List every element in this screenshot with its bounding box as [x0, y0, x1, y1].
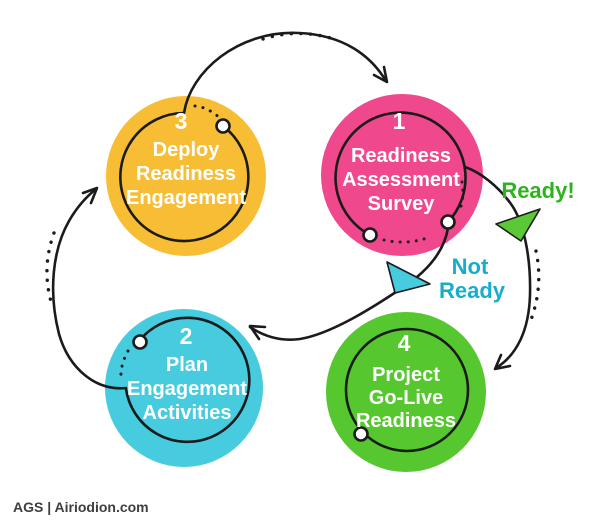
node-1-label-line-3: Survey [368, 193, 436, 215]
not-ready-label-line-2: Ready [439, 278, 506, 303]
node-4-inner-outline [344, 327, 470, 453]
ring-marker-node-1-left [362, 227, 378, 243]
node-4-label-line-1: Project [372, 364, 440, 386]
node-3-label-line-2: Readiness [136, 163, 236, 185]
arrowhead-icon [248, 324, 267, 341]
node-1-inner-outline [334, 111, 467, 237]
node-2-label-line-3: Activities [143, 402, 232, 424]
node-1-label-line-2: Assessment [342, 169, 460, 191]
dotted-accent-node-1-bottom [382, 236, 429, 244]
arrowhead-icon [81, 186, 99, 205]
node-2-inner-outline [124, 316, 251, 444]
node-2-label-line-1: Plan [166, 354, 208, 376]
ready-triangle-icon [495, 208, 541, 242]
arrowhead-icon [493, 353, 512, 371]
node-3-number: 3 [175, 108, 188, 134]
dotted-accent-node-2 [119, 349, 130, 382]
ring-marker-node-3 [215, 118, 231, 134]
ring-marker-node-2 [132, 334, 148, 350]
arrow-not-ready-1-to-2 [248, 226, 450, 341]
not-ready-triangle-icon [386, 261, 431, 294]
arrow-ready-1-to-4 [463, 165, 532, 370]
node-4-number: 4 [398, 330, 411, 356]
dotted-accent-right [527, 249, 541, 327]
node-2-label-line-2: Engagement [127, 378, 247, 400]
ring-marker-node-1-right [440, 214, 456, 230]
dotted-accent-left [45, 231, 56, 307]
arrow-2-to-3 [51, 187, 128, 390]
ring-marker-node-4 [353, 426, 369, 442]
dotted-accent-node-1-right [457, 180, 465, 214]
node-4-label-line-3: Readiness [356, 410, 456, 432]
node-3-inner-outline [119, 111, 250, 243]
node-1-number: 1 [393, 108, 406, 134]
node-4-label-line-2: Go-Live [369, 387, 443, 409]
node-3-circle [106, 96, 266, 256]
arrow-3-to-1 [182, 31, 388, 115]
brand-credit: AGS | Airiodion.com [13, 499, 149, 515]
node-2-number: 2 [180, 323, 193, 349]
node-1-label-line-1: Readiness [351, 145, 451, 167]
ready-label: Ready! [501, 178, 574, 203]
node-2-circle [105, 309, 263, 467]
arrowhead-icon [372, 65, 389, 84]
node-3-label-line-1: Deploy [153, 139, 221, 161]
node-1-circle [321, 94, 483, 256]
not-ready-label-line-1: Not [452, 254, 489, 279]
node-3-label-line-3: Engagement [126, 187, 246, 209]
